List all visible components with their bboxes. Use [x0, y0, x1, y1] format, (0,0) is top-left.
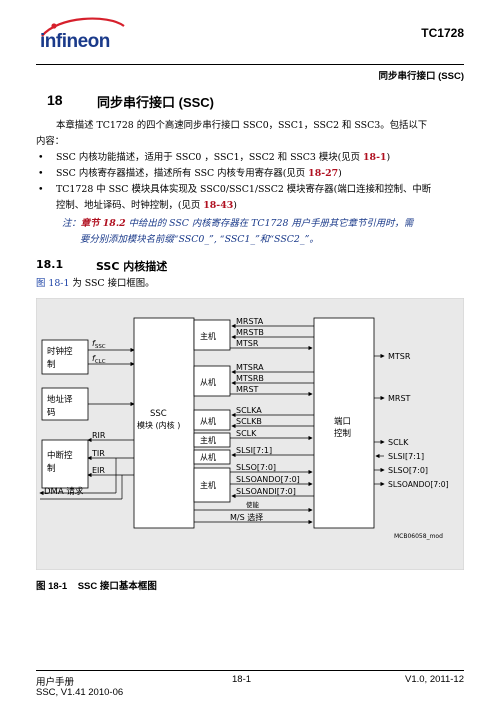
intro-paragraph: 本章描述 TC1728 的四个高速同步串行接口 SSC0，SSC1，SSC2 和… — [36, 118, 466, 150]
fclc-label: fCLC — [92, 354, 106, 365]
ssc-core-label: SSC — [150, 409, 167, 419]
out-mtsr: MTSR — [388, 352, 411, 361]
signal-slsoandi: SLSOANDI[7:0] — [236, 487, 296, 496]
enable-label: 使能 — [246, 500, 260, 509]
footer-rule — [36, 670, 464, 671]
bullet-icon: • — [38, 152, 44, 163]
signal-mtsra: MTSRA — [236, 363, 264, 372]
signal-sclka: SCLKA — [236, 406, 262, 415]
section-desc: 图 18-1 为 SSC 接口框图。 — [36, 278, 155, 289]
product-name: TC1728 — [421, 26, 464, 40]
signal-mrsta: MRSTA — [236, 317, 264, 326]
infineon-logo: infineon — [38, 14, 128, 54]
page-ref-link[interactable]: 18-1 — [363, 152, 387, 163]
figure-caption: 图 18-1 SSC 接口基本框图 — [36, 581, 157, 592]
dma-request-label: DMA 请求 — [44, 486, 84, 497]
port-control-label-2: 控制 — [334, 428, 351, 439]
signal-slsi: SLSI[7:1] — [236, 446, 272, 455]
signal-mrstb: MRSTB — [236, 328, 264, 337]
intro-line-1: 本章描述 TC1728 的四个高速同步串行接口 SSC0，SSC1，SSC2 和… — [56, 120, 428, 131]
slave-label-3: 从机 — [200, 452, 216, 462]
clock-control-label-2: 制 — [47, 359, 56, 370]
note-block: 注：章节 18.2 中给出的 SSC 内核寄存器在 TC1728 用户手册其它章… — [62, 218, 414, 245]
page-number: 18-1 — [232, 674, 252, 685]
signal-slso: SLSO[7:0] — [236, 463, 276, 472]
page-ref-link[interactable]: 18-43 — [203, 200, 234, 211]
interrupt-control-label-2: 制 — [47, 463, 56, 474]
page-ref-link[interactable]: 18-27 — [308, 168, 339, 179]
master-label-1: 主机 — [200, 331, 216, 341]
signal-mtsr: MTSR — [236, 339, 259, 348]
signal-sclk: SCLK — [236, 429, 257, 438]
signal-slsoando: SLSOANDO[7:0] — [236, 475, 300, 484]
list-item: • SSC 内核寄存器描述，描述所有 SSC 内核专用寄存器(见页 18-27) — [36, 166, 466, 182]
list-item: • TC1728 中 SSC 模块具体实现及 SSC0/SSC1/SSC2 模块… — [38, 184, 432, 211]
chapter-title: 同步串行接口 (SSC) — [97, 95, 215, 110]
tir-label: TIR — [91, 449, 105, 458]
running-chapter-title: 同步串行接口 (SSC) — [378, 71, 464, 82]
header-rule — [36, 64, 464, 65]
section-number: 18.1 — [36, 258, 64, 271]
ms-select-label: M/S 选择 — [230, 512, 263, 522]
out-slsi: SLSI[7:1] — [388, 452, 424, 461]
ssc-block-diagram: 时钟控 制 地址译 码 中断控 制 fSSC fCLC RIR TIR EIR … — [36, 298, 464, 570]
bullet-icon: • — [38, 168, 44, 179]
address-decode-label: 地址译 — [47, 394, 73, 405]
chapter-number: 18 — [47, 92, 63, 108]
footer-left-1: 用户手册 — [36, 677, 75, 688]
section-title: SSC 内核描述 — [96, 260, 168, 273]
infineon-logo-swoosh-icon — [41, 17, 125, 37]
interrupt-control-block — [41, 439, 89, 489]
bullet-icon: • — [38, 184, 44, 195]
signal-mtsrb: MTSRB — [236, 374, 264, 383]
out-slso: SLSO[7:0] — [388, 466, 428, 475]
fssc-label: fSSC — [92, 339, 106, 350]
out-slsoando: SLSOANDO[7:0] — [388, 480, 449, 489]
clock-control-block — [41, 339, 89, 375]
signal-sclkb: SCLKB — [236, 417, 262, 426]
list-item: • SSC 内核功能描述，适用于 SSC0 ，SSC1，SSC2 和 SSC3 … — [36, 150, 466, 166]
bullet-list: • SSC 内核功能描述，适用于 SSC0 ，SSC1，SSC2 和 SSC3 … — [36, 150, 466, 214]
port-control-block — [313, 317, 375, 529]
footer-left-2: SSC, V1.41 2010-06 — [36, 687, 124, 698]
diagram-frame — [36, 298, 464, 570]
footer-version: V1.0, 2011-12 — [405, 674, 464, 685]
section-ref-link[interactable]: 章节 18.2 — [80, 218, 126, 229]
master-label-3: 主机 — [200, 480, 216, 490]
interrupt-control-label: 中断控 — [47, 450, 73, 461]
signal-mrst: MRST — [236, 385, 259, 394]
figure-code: MCB06058_mod — [394, 533, 443, 540]
out-mrst: MRST — [388, 394, 411, 403]
port-control-label: 端口 — [334, 416, 351, 427]
slave-label-2: 从机 — [200, 416, 216, 426]
master-label-2: 主机 — [200, 435, 216, 445]
address-decode-label-2: 码 — [47, 408, 56, 418]
clock-control-label: 时钟控 — [47, 346, 73, 357]
logo-text: infineon — [40, 31, 110, 52]
out-sclk: SCLK — [388, 438, 409, 447]
figure-ref-link[interactable]: 图 18-1 — [36, 278, 70, 289]
intro-line-2: 内容： — [36, 136, 65, 147]
rir-label: RIR — [92, 431, 106, 440]
eir-label: EIR — [92, 466, 105, 475]
ssc-core-block — [133, 317, 195, 529]
ssc-core-label-2: 模块 (内核 ) — [137, 420, 180, 430]
slave-label-1: 从机 — [200, 377, 216, 387]
